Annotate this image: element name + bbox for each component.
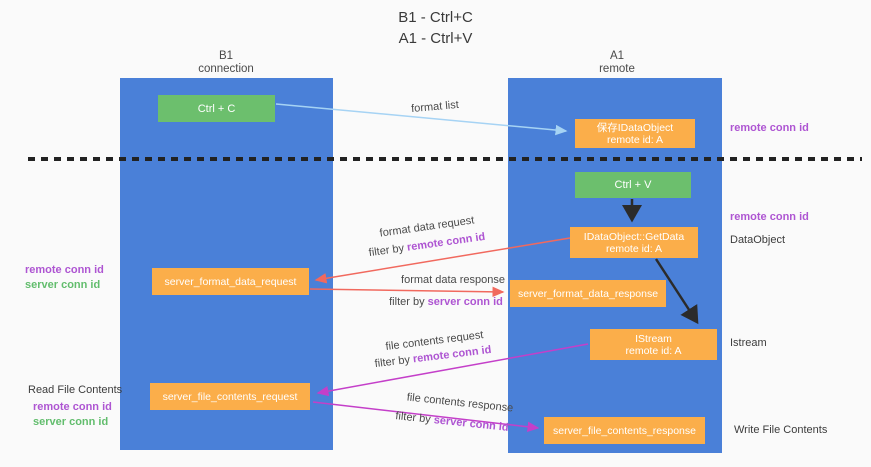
server-conn-id-text: server conn id xyxy=(33,416,109,428)
server-format-data-response-label: server_format_data_response xyxy=(517,287,659,300)
ctrl-c-box: Ctrl + C xyxy=(158,95,275,122)
ctrl-c-label: Ctrl + C xyxy=(197,102,236,115)
title-line-1: B1 - Ctrl+C xyxy=(398,9,473,26)
lifeline-a1-name: A1 xyxy=(609,50,625,62)
istream-line1: IStream xyxy=(635,332,672,345)
server-format-data-response-box: server_format_data_response xyxy=(510,280,666,307)
idataobject-getdata-box: IDataObject::GetData remote id: A xyxy=(570,227,698,258)
format-list-label: format list xyxy=(410,98,460,116)
read-file-contents-annotation: Read File Contents xyxy=(28,384,123,396)
filter-by-text: filter by xyxy=(368,242,405,260)
server-file-contents-response-box: server_file_contents_response xyxy=(544,417,705,444)
remote-conn-id-text: remote conn id xyxy=(25,264,104,276)
lifeline-b1-name: B1 xyxy=(218,50,234,62)
server-format-data-request-box: server_format_data_request xyxy=(152,268,309,295)
remote-conn-id-annotation-mid: remote conn id xyxy=(730,211,809,223)
save-idataobject-box: 保存IDataObject remote id: A xyxy=(575,119,695,148)
server-file-contents-request-box: server_file_contents_request xyxy=(150,383,310,410)
lifeline-header-a1: A1 remote xyxy=(551,50,683,76)
remote-conn-id-annotation-top: remote conn id xyxy=(730,122,809,134)
lifeline-b1-role: connection xyxy=(198,63,254,75)
filter-by-text: filter by xyxy=(394,410,432,426)
server-conn-id-text: server conn id xyxy=(25,279,101,291)
istream-line2: remote id: A xyxy=(625,344,682,357)
server-file-contents-response-label: server_file_contents_response xyxy=(552,424,696,437)
diagram-title: B1 - Ctrl+C A1 - Ctrl+V xyxy=(0,7,871,49)
title-line-2: A1 - Ctrl+V xyxy=(398,30,473,47)
format-data-response-label: format data response xyxy=(401,274,505,286)
istream-annotation: Istream xyxy=(730,337,767,349)
save-idataobject-line2: remote id: A xyxy=(606,133,664,146)
lifeline-header-b1: B1 connection xyxy=(160,50,292,76)
filter-by-text: filter by xyxy=(389,296,425,308)
phase-divider-dashed-line xyxy=(28,157,862,161)
save-idataobject-line1: 保存IDataObject xyxy=(596,121,674,134)
server-conn-id-text: server conn id xyxy=(433,414,510,434)
conn-id-annotation-format: remote conn id server conn id xyxy=(25,263,104,293)
ctrl-v-box: Ctrl + V xyxy=(575,172,691,198)
istream-box: IStream remote id: A xyxy=(590,329,717,360)
ctrl-v-label: Ctrl + V xyxy=(614,179,652,191)
write-file-contents-annotation: Write File Contents xyxy=(734,424,828,436)
lifeline-a1-role: remote xyxy=(599,63,635,75)
conn-id-annotation-file: remote conn id server conn id xyxy=(33,400,112,430)
format-data-response-arrow xyxy=(309,286,505,298)
remote-conn-id-text: remote conn id xyxy=(406,230,486,254)
server-format-data-request-label: server_format_data_request xyxy=(164,275,297,288)
idataobject-getdata-line2: remote id: A xyxy=(605,242,663,255)
server-conn-id-text: server conn id xyxy=(427,296,503,308)
format-data-response-filter-label: filter by server conn id xyxy=(366,296,526,308)
remote-conn-id-text: remote conn id xyxy=(33,401,112,413)
idataobject-getdata-line1: IDataObject::GetData xyxy=(583,230,685,243)
dataobject-annotation: DataObject xyxy=(730,234,786,246)
server-file-contents-request-label: server_file_contents_request xyxy=(162,390,298,403)
filter-by-text: filter by xyxy=(374,353,411,371)
